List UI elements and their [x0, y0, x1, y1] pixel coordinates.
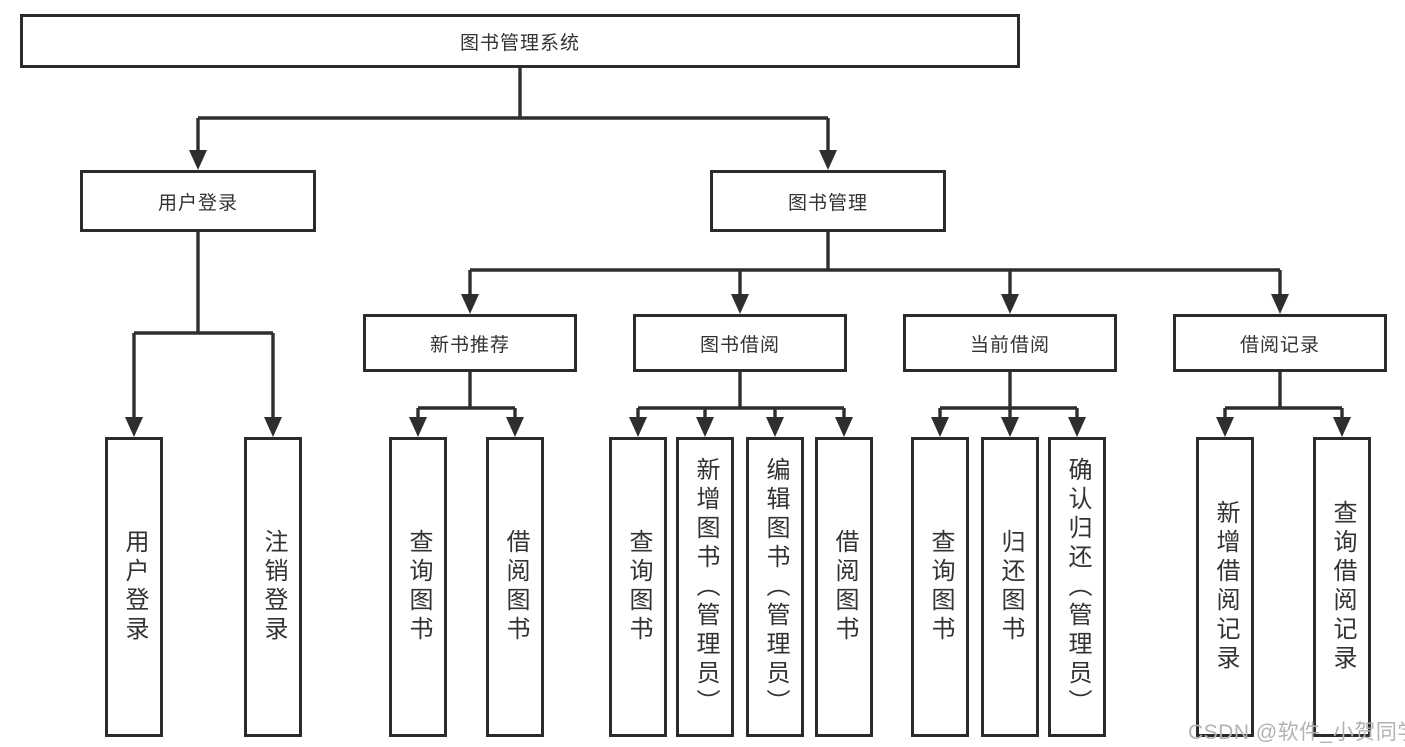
leaf-add-books-admin: 新增图书（管理员） — [676, 437, 734, 737]
leaf-label: 借阅图书 — [831, 529, 858, 645]
arrowhead — [731, 294, 749, 314]
leaf-label: 新增借阅记录 — [1212, 500, 1239, 674]
arrowhead — [819, 150, 837, 170]
node-root-system: 图书管理系统 — [20, 14, 1020, 68]
arrowhead — [409, 417, 427, 437]
node-user-login-branch: 用户登录 — [80, 170, 316, 232]
leaf-label: 查询借阅记录 — [1329, 500, 1356, 674]
leaf-label: 新增图书（管理员） — [692, 456, 719, 718]
arrowhead — [1068, 417, 1086, 437]
leaf-edit-books-admin: 编辑图书（管理员） — [746, 437, 804, 737]
leaf-label: 归还图书 — [997, 529, 1024, 645]
csdn-watermark: CSDN @软件_小贺同学 — [1188, 721, 1405, 744]
leaf-label: 编辑图书（管理员） — [762, 456, 789, 718]
leaf-label: 用户登录 — [121, 529, 148, 645]
connector-newbook-to-leaves — [416, 372, 517, 419]
arrowhead — [506, 417, 524, 437]
leaf-label: 查询图书 — [927, 529, 954, 645]
arrowhead — [1333, 417, 1351, 437]
arrowhead — [125, 417, 143, 437]
leaf-query-books-current: 查询图书 — [911, 437, 969, 737]
node-borrowing-records: 借阅记录 — [1173, 314, 1387, 372]
connector-current-to-leaves — [938, 372, 1079, 419]
leaf-borrow-books: 借阅图书 — [815, 437, 873, 737]
node-new-book-recommendation: 新书推荐 — [363, 314, 577, 372]
node-label: 图书管理系统 — [459, 32, 580, 54]
leaf-query-books-borrow: 查询图书 — [609, 437, 667, 737]
arrowhead — [1001, 417, 1019, 437]
node-label: 图书管理 — [787, 192, 868, 214]
leaf-label: 查询图书 — [405, 529, 432, 645]
leaf-logout: 注销登录 — [244, 437, 302, 737]
arrowhead — [264, 417, 282, 437]
arrowhead — [931, 417, 949, 437]
connector-records-to-leaves — [1223, 372, 1344, 419]
leaf-return-books: 归还图书 — [981, 437, 1039, 737]
leaf-confirm-return-admin: 确认归还（管理员） — [1048, 437, 1106, 737]
arrowhead — [696, 417, 714, 437]
arrowhead — [1001, 294, 1019, 314]
arrowhead — [766, 417, 784, 437]
node-current-borrowing: 当前借阅 — [903, 314, 1117, 372]
node-label: 用户登录 — [157, 192, 238, 214]
leaf-query-borrow-record: 查询借阅记录 — [1313, 437, 1371, 737]
leaf-label: 注销登录 — [260, 529, 287, 645]
arrowhead — [461, 294, 479, 314]
leaf-user-login: 用户登录 — [105, 437, 163, 737]
node-book-borrowing: 图书借阅 — [633, 314, 847, 372]
arrowhead — [835, 417, 853, 437]
connector-borrow-to-leaves — [636, 372, 846, 419]
node-label: 新书推荐 — [429, 334, 510, 356]
node-label: 图书借阅 — [699, 334, 780, 356]
connector-root-to-level2 — [196, 68, 830, 152]
leaf-label: 借阅图书 — [502, 529, 529, 645]
leaf-borrow-books-newbook: 借阅图书 — [486, 437, 544, 737]
node-label: 借阅记录 — [1239, 334, 1320, 356]
leaf-label: 确认归还（管理员） — [1064, 456, 1091, 718]
arrowhead — [1216, 417, 1234, 437]
arrowhead — [1271, 294, 1289, 314]
leaf-query-books-newbook: 查询图书 — [389, 437, 447, 737]
arrowhead — [189, 150, 207, 170]
connector-userlogin-to-leaves — [132, 232, 275, 419]
node-book-management-branch: 图书管理 — [710, 170, 946, 232]
connector-bookmgmt-to-level3 — [468, 232, 1282, 296]
leaf-label: 查询图书 — [625, 529, 652, 645]
node-label: 当前借阅 — [969, 334, 1050, 356]
arrowhead — [629, 417, 647, 437]
leaf-add-borrow-record: 新增借阅记录 — [1196, 437, 1254, 737]
